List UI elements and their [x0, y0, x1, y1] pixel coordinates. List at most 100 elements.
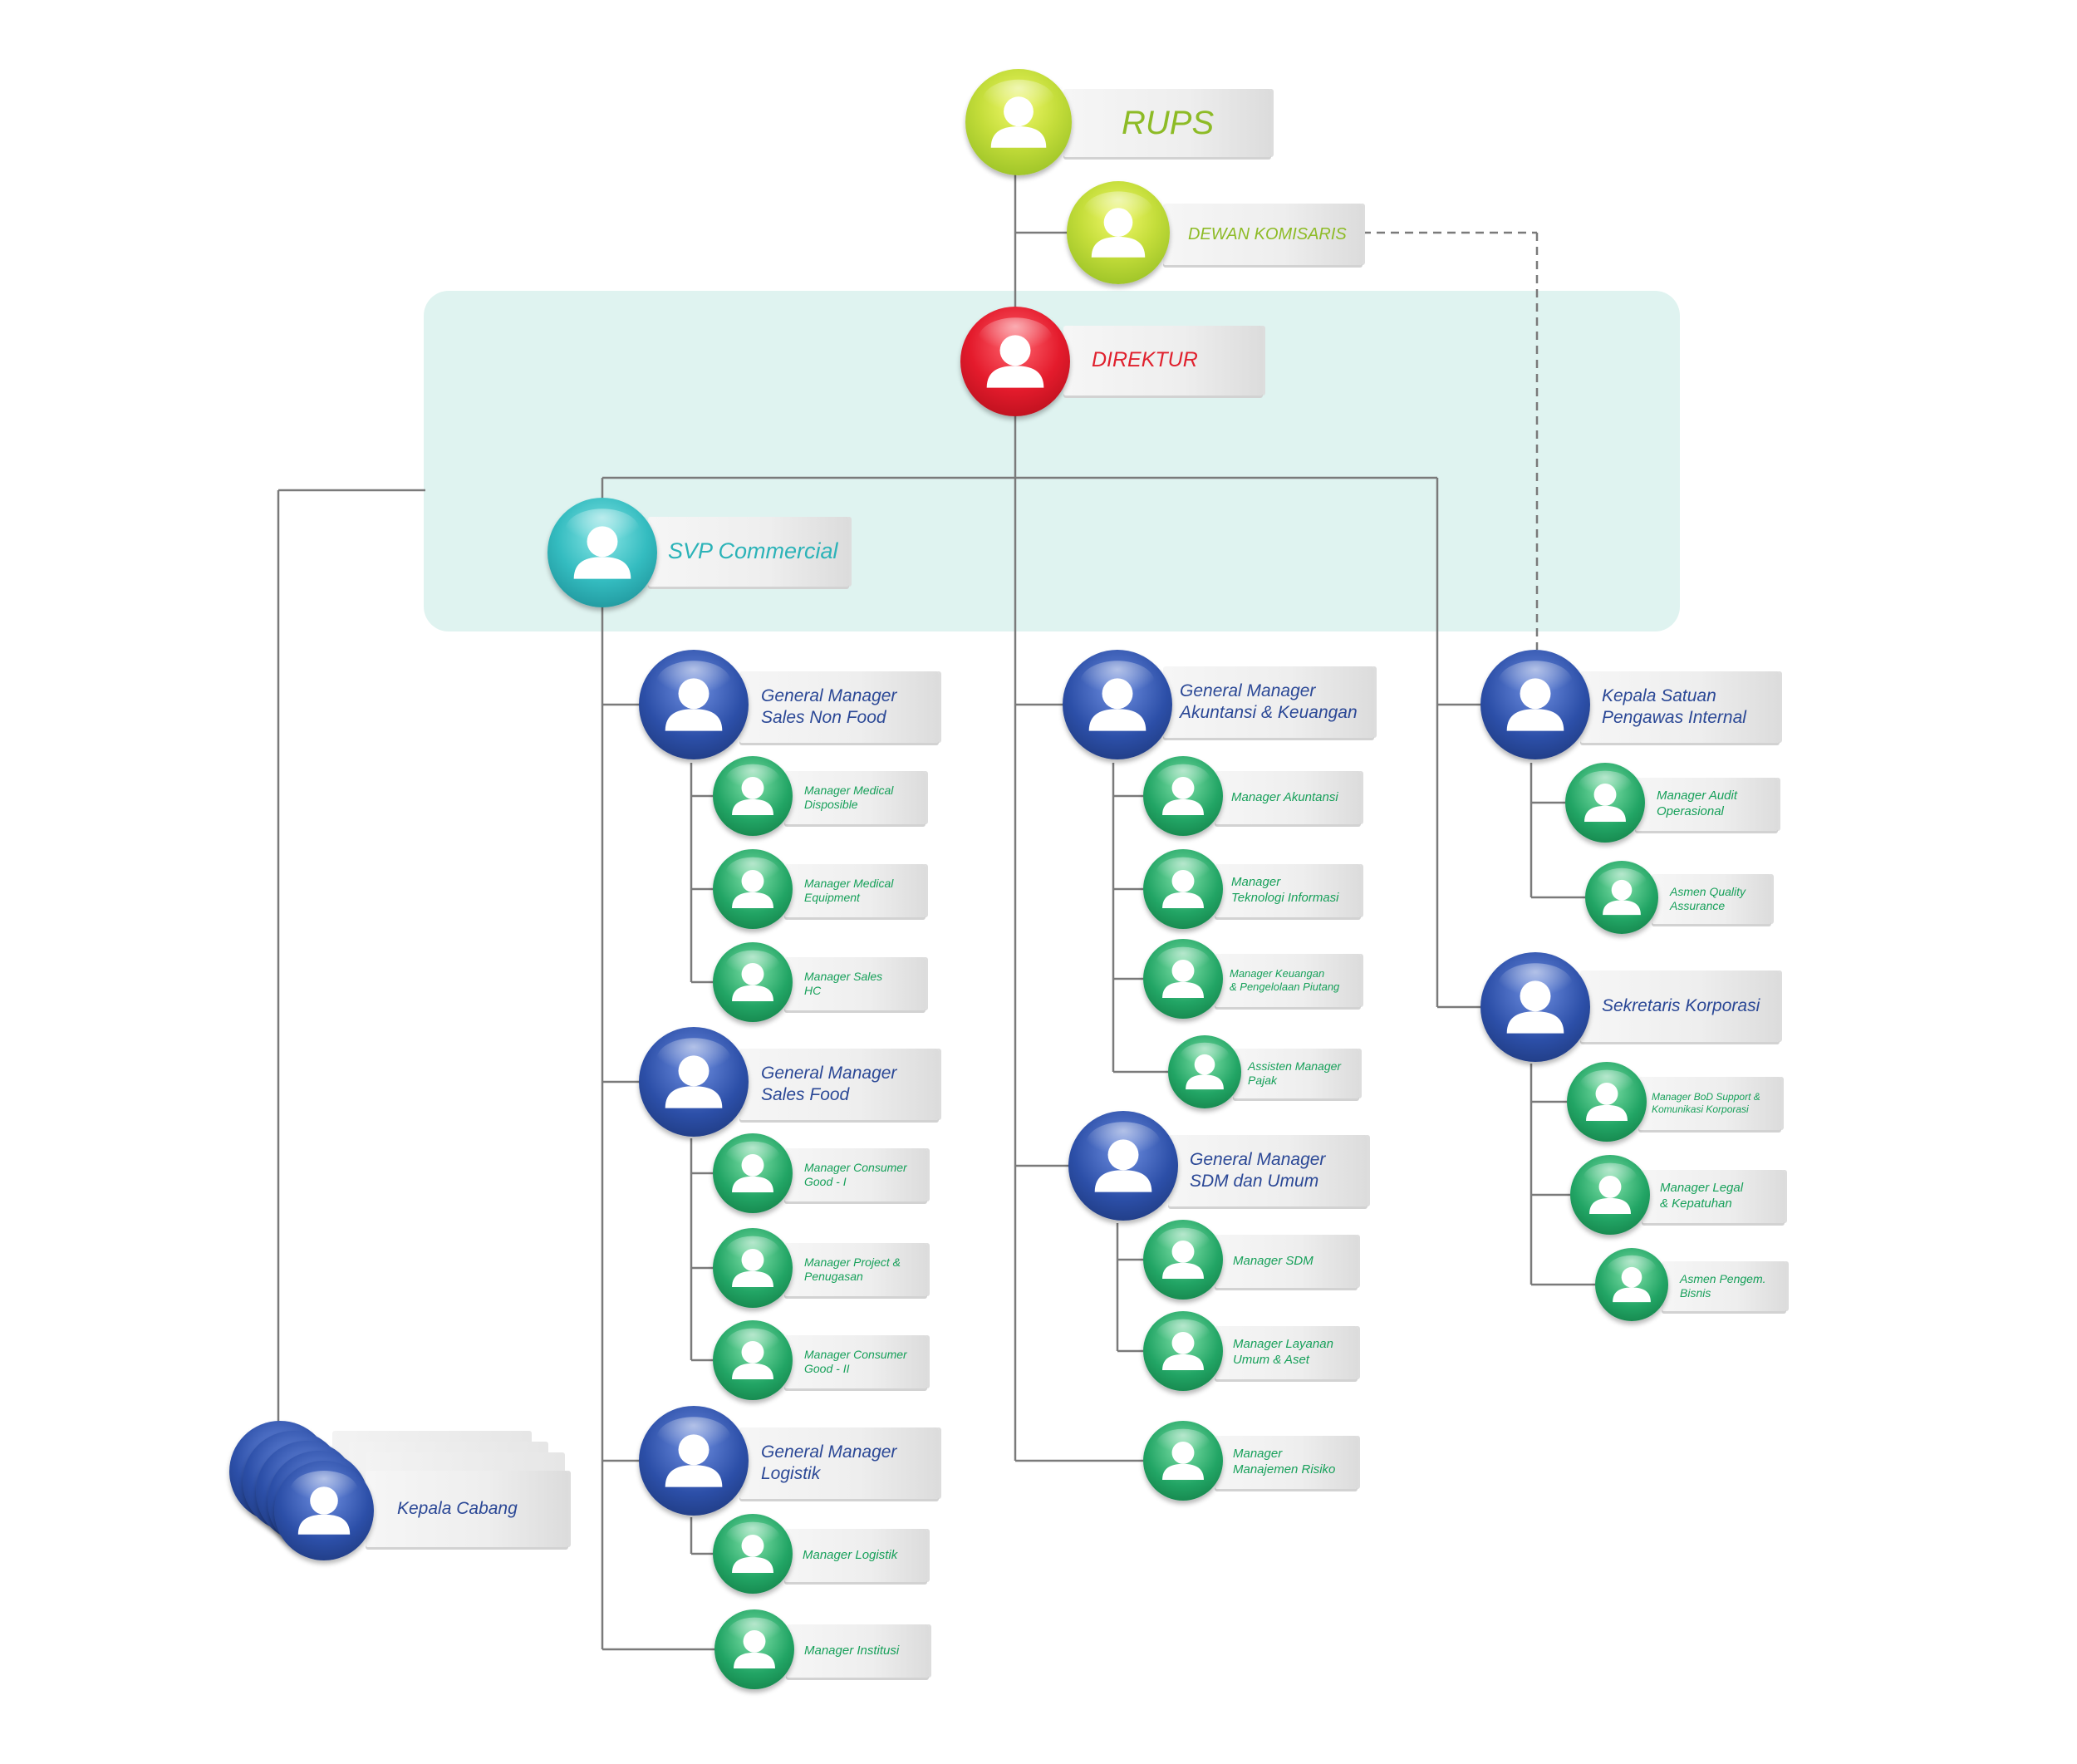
mgr-bod-label-box	[1638, 1077, 1781, 1130]
person-silhouette-icon	[982, 79, 1055, 148]
asisten-pajak-title: Assisten Manager Pajak	[1248, 1059, 1342, 1088]
asmen-bisnis-label-box	[1662, 1261, 1786, 1311]
mgr-risiko-label-box	[1215, 1436, 1358, 1489]
person-silhouette-icon	[727, 1617, 782, 1669]
mgr-risiko-avatar	[1143, 1421, 1223, 1501]
mgr-akuntansi-title: Manager Akuntansi	[1231, 789, 1338, 804]
mgr-project-avatar	[713, 1228, 793, 1308]
person-silhouette-icon	[1579, 1069, 1634, 1122]
mgr-sdm-label-box	[1215, 1235, 1358, 1288]
svp-commercial-label-box	[648, 517, 849, 587]
gm-logistik-title: General Manager Logistik	[761, 1442, 897, 1483]
kepala-spi-label-box	[1580, 671, 1780, 743]
person-silhouette-icon	[656, 1038, 731, 1108]
asmen-qa-title: Asmen Quality Assurance	[1670, 884, 1746, 913]
mgr-logistik-avatar	[713, 1514, 793, 1594]
mgr-audit-avatar	[1565, 763, 1645, 843]
mgr-keuangan-title: Manager Keuangan & Pengelolaan Piutang	[1230, 966, 1340, 993]
mgr-project-label-box	[784, 1243, 927, 1296]
kepala-cabang-avatar	[274, 1461, 374, 1560]
mgr-medical-equipment-avatar	[713, 849, 793, 929]
mgr-institusi-label-box	[786, 1624, 929, 1678]
person-silhouette-icon	[725, 1521, 780, 1574]
mgr-institusi-title: Manager Institusi	[804, 1643, 900, 1658]
person-silhouette-icon	[1156, 857, 1210, 909]
person-silhouette-icon	[656, 1417, 731, 1487]
mgr-akuntansi-avatar	[1143, 756, 1223, 836]
mgr-legal-avatar	[1570, 1155, 1650, 1235]
mgr-consumer-good-2-label-box	[784, 1335, 927, 1388]
person-silhouette-icon	[1086, 1122, 1161, 1192]
sekretaris-title: Sekretaris Korporasi	[1602, 995, 1760, 1015]
mgr-audit-title: Manager Audit Operasional	[1657, 789, 1738, 818]
mgr-sales-hc-label-box	[784, 957, 926, 1010]
mgr-risiko-title: Manager Manajemen Risiko	[1233, 1447, 1336, 1477]
gm-logistik-label-box	[739, 1427, 939, 1499]
svp-commercial-avatar	[547, 498, 657, 607]
mgr-consumer-good-2-avatar	[713, 1320, 793, 1400]
gm-sales-food-avatar	[639, 1027, 749, 1137]
direktur-label-box	[1063, 326, 1263, 396]
person-silhouette-icon	[1156, 946, 1210, 999]
mgr-project-title: Manager Project & Penugasan	[804, 1255, 901, 1284]
mgr-institusi-avatar	[714, 1609, 794, 1689]
asisten-pajak-label-box	[1233, 1049, 1359, 1098]
mgr-logistik-label-box	[784, 1529, 927, 1582]
person-silhouette-icon	[1578, 770, 1633, 823]
person-silhouette-icon	[725, 1236, 780, 1288]
person-silhouette-icon	[1597, 867, 1647, 916]
mgr-medical-equipment-label-box	[784, 864, 926, 917]
asisten-pajak-avatar	[1168, 1035, 1241, 1108]
mgr-bod-avatar	[1567, 1062, 1647, 1142]
person-silhouette-icon	[725, 1328, 780, 1380]
person-silhouette-icon	[1607, 1255, 1657, 1303]
rups-title: RUPS	[1122, 105, 1215, 141]
person-silhouette-icon	[656, 661, 731, 731]
person-silhouette-icon	[1156, 764, 1210, 816]
gm-akuntansi-title: General Manager Akuntansi & Keuangan	[1180, 681, 1358, 722]
person-silhouette-icon	[1583, 1162, 1638, 1215]
sekretaris-label-box	[1580, 970, 1780, 1042]
mgr-layanan-avatar	[1143, 1311, 1223, 1391]
kepala-cabang-title: Kepala Cabang	[397, 1498, 518, 1518]
mgr-ti-avatar	[1143, 849, 1223, 929]
asmen-qa-label-box	[1652, 874, 1771, 924]
person-silhouette-icon	[1156, 1428, 1210, 1481]
person-silhouette-icon	[1498, 661, 1573, 731]
gm-sdm-label-box	[1168, 1135, 1367, 1206]
kepala-spi-title: Kepala Satuan Pengawas Internal	[1602, 685, 1746, 727]
mgr-medical-disposible-avatar	[713, 756, 793, 836]
dewan-komisaris-avatar	[1067, 181, 1170, 284]
person-silhouette-icon	[978, 317, 1053, 388]
direktur-avatar	[960, 307, 1070, 416]
asmen-qa-avatar	[1585, 861, 1658, 934]
person-silhouette-icon	[1080, 661, 1155, 731]
kepala-cabang-label-box	[366, 1471, 568, 1547]
gm-sales-food-title: General Manager Sales Food	[761, 1063, 897, 1104]
mgr-audit-label-box	[1635, 778, 1778, 831]
mgr-sales-hc-avatar	[713, 942, 793, 1022]
mgr-sales-hc-title: Manager Sales HC	[804, 969, 883, 998]
rups-avatar	[965, 69, 1072, 175]
mgr-medical-disposible-title: Manager Medical Disposible	[804, 783, 894, 812]
rups-label-box	[1063, 89, 1271, 157]
person-silhouette-icon	[1083, 191, 1154, 258]
mgr-consumer-good-1-title: Manager Consumer Good - I	[804, 1160, 907, 1189]
mgr-medical-equipment-title: Manager Medical Equipment	[804, 876, 894, 905]
mgr-akuntansi-label-box	[1215, 771, 1361, 824]
person-silhouette-icon	[725, 857, 780, 909]
asmen-bisnis-title: Asmen Pengem. Bisnis	[1680, 1271, 1766, 1300]
mgr-consumer-good-2-title: Manager Consumer Good - II	[804, 1347, 907, 1376]
person-silhouette-icon	[290, 1471, 358, 1535]
dewan-komisaris-title: DEWAN KOMISARIS	[1188, 224, 1347, 243]
gm-sales-non-food-avatar	[639, 650, 749, 759]
person-silhouette-icon	[725, 764, 780, 816]
mgr-ti-title: Manager Teknologi Informasi	[1231, 875, 1339, 905]
gm-sales-non-food-label-box	[739, 671, 939, 743]
person-silhouette-icon	[1180, 1042, 1230, 1090]
gm-logistik-avatar	[639, 1406, 749, 1516]
mgr-ti-label-box	[1215, 864, 1361, 917]
person-silhouette-icon	[565, 509, 640, 579]
mgr-consumer-good-1-avatar	[713, 1133, 793, 1213]
gm-sdm-avatar	[1068, 1111, 1178, 1221]
